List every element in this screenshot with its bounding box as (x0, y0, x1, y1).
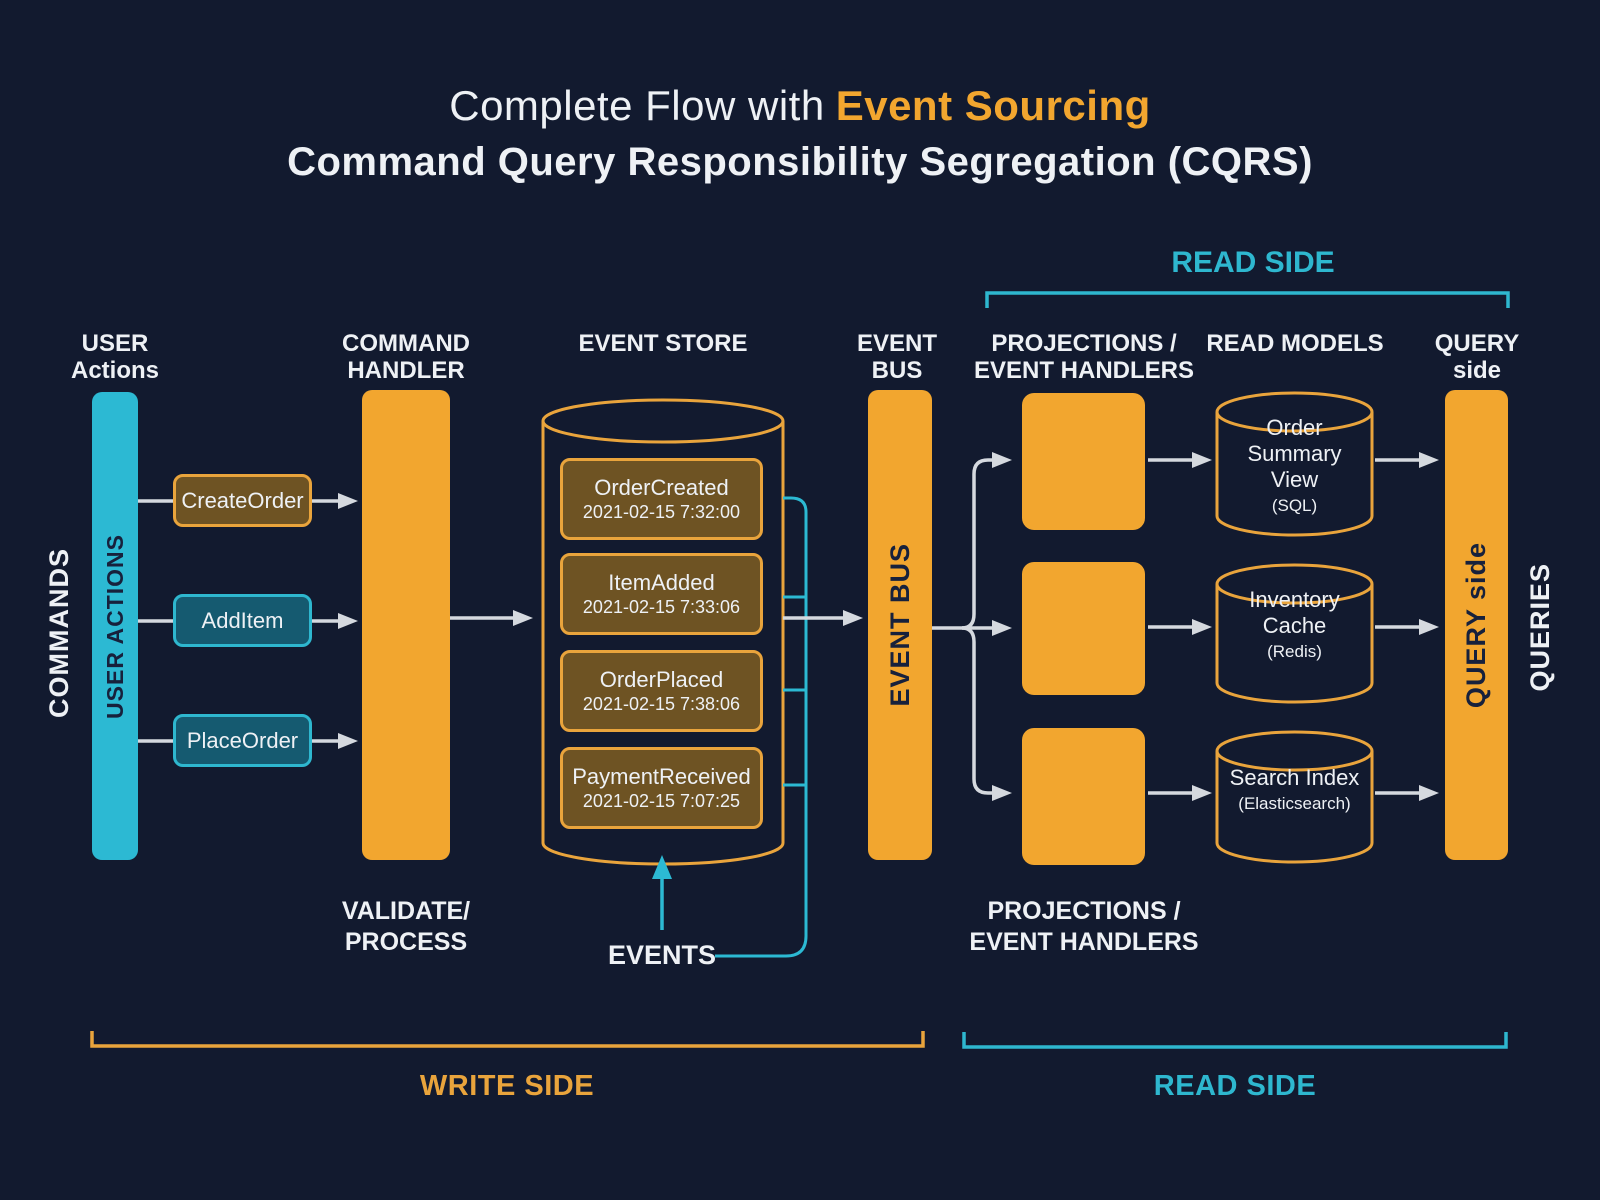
events-label: EVENTS (607, 940, 717, 970)
projections-header-line2: EVENT HANDLERS (973, 357, 1195, 384)
command-box-createorder: CreateOrder (173, 474, 312, 527)
read-side-bottom-bracket (962, 1032, 1508, 1049)
arrow-bus-to-projection-top (961, 452, 1012, 630)
read-model-tech: (Redis) (1267, 642, 1322, 661)
query-side-bar-label: QUERY side (1461, 541, 1491, 709)
read-models-header: READ MODELS (1206, 330, 1384, 357)
queries-vertical-label: QUERIES (1517, 495, 1563, 760)
event-name: PaymentReceived (572, 764, 751, 789)
query-side-bar: QUERY side (1445, 390, 1508, 860)
user-actions-bar-label: USER ACTIONS (101, 533, 128, 719)
query-side-header-line1: QUERY (1434, 330, 1520, 357)
events-connector (715, 496, 808, 958)
event-bus-header-line2: BUS (871, 357, 923, 384)
event-timestamp: 2021-02-15 7:07:25 (582, 791, 741, 811)
write-side-bracket (90, 1031, 925, 1048)
commands-vertical-text: COMMANDS (43, 548, 74, 718)
read-side-top-bracket (985, 291, 1510, 308)
event-bus-header-line1: EVENT (856, 330, 937, 357)
validate-process-note: VALIDATE/ PROCESS (316, 896, 496, 958)
projections-bottom-line1: PROJECTIONS / (987, 897, 1181, 925)
event-bus-bar-label: EVENT BUS (884, 543, 915, 707)
projection-box-2 (1022, 562, 1145, 695)
validate-note-line1: VALIDATE/ (341, 897, 471, 925)
read-model-search: Search Index (Elasticsearch) (1217, 737, 1372, 842)
read-side-bottom-label: READ SIDE (1153, 1070, 1317, 1102)
query-side-header-line2: side (1452, 357, 1502, 384)
read-model-cylinders (1215, 391, 1374, 864)
user-actions-header-line1: USER (81, 330, 149, 357)
commands-vertical-label: COMMANDS (36, 498, 82, 768)
read-model-name: Order Summary View (1247, 415, 1342, 492)
user-actions-header-line2: Actions (70, 357, 159, 384)
command-handler-bar (362, 390, 450, 860)
query-side-header: QUERY side (1417, 330, 1537, 384)
command-handler-header-line1: COMMAND (342, 330, 470, 357)
title-prefix: Complete Flow with (449, 82, 825, 129)
projections-bottom-label: PROJECTIONS / EVENT HANDLERS (969, 896, 1199, 958)
write-side-label: WRITE SIDE (419, 1070, 595, 1102)
validate-note-line2: PROCESS (344, 928, 468, 956)
flow-lines (138, 452, 1439, 801)
projection-box-3 (1022, 728, 1145, 865)
queries-vertical-text: QUERIES (1524, 563, 1555, 692)
user-actions-bar: USER ACTIONS (92, 392, 138, 860)
event-bus-bar: EVENT BUS (868, 390, 932, 860)
event-store-header: EVENT STORE (578, 330, 748, 357)
user-actions-header: USER Actions (35, 330, 195, 384)
read-model-tech: (SQL) (1271, 496, 1318, 515)
event-timestamp: 2021-02-15 7:32:00 (582, 502, 741, 522)
read-model-tech: (Elasticsearch) (1238, 793, 1351, 813)
event-timestamp: 2021-02-15 7:33:06 (582, 597, 741, 617)
command-box-placeorder: PlaceOrder (173, 714, 312, 767)
projections-header: PROJECTIONS / EVENT HANDLERS (969, 330, 1199, 384)
arrow-bus-to-projection-bottom (961, 626, 1012, 801)
command-handler-header-line2: HANDLER (347, 357, 465, 384)
read-model-sql: Order Summary View (SQL) (1217, 415, 1372, 515)
event-box-paymentreceived: PaymentReceived 2021-02-15 7:07:25 (560, 747, 763, 829)
command-box-additem: AddItem (173, 594, 312, 647)
projections-bottom-line2: EVENT HANDLERS (969, 928, 1199, 956)
event-box-orderplaced: OrderPlaced 2021-02-15 7:38:06 (560, 650, 763, 732)
projection-box-1 (1022, 393, 1145, 530)
event-bus-header: EVENT BUS (842, 330, 952, 384)
event-name: OrderPlaced (599, 667, 724, 692)
event-name: ItemAdded (608, 570, 715, 595)
title-subtitle: Command Query Responsibility Segregation… (287, 140, 1313, 184)
event-timestamp: 2021-02-15 7:38:06 (582, 694, 741, 714)
command-handler-header: COMMAND HANDLER (316, 330, 496, 384)
title-highlight: Event Sourcing (835, 82, 1151, 129)
event-name: OrderCreated (594, 475, 729, 500)
event-box-ordercreated: OrderCreated 2021-02-15 7:32:00 (560, 458, 763, 540)
event-box-itemadded: ItemAdded 2021-02-15 7:33:06 (560, 553, 763, 635)
read-model-name: Inventory Cache (1249, 587, 1340, 638)
projections-header-line1: PROJECTIONS / (991, 330, 1177, 357)
read-model-name: Search Index (1229, 764, 1360, 790)
read-side-top-label: READ SIDE (1171, 246, 1335, 279)
read-model-redis: Inventory Cache (Redis) (1217, 572, 1372, 678)
